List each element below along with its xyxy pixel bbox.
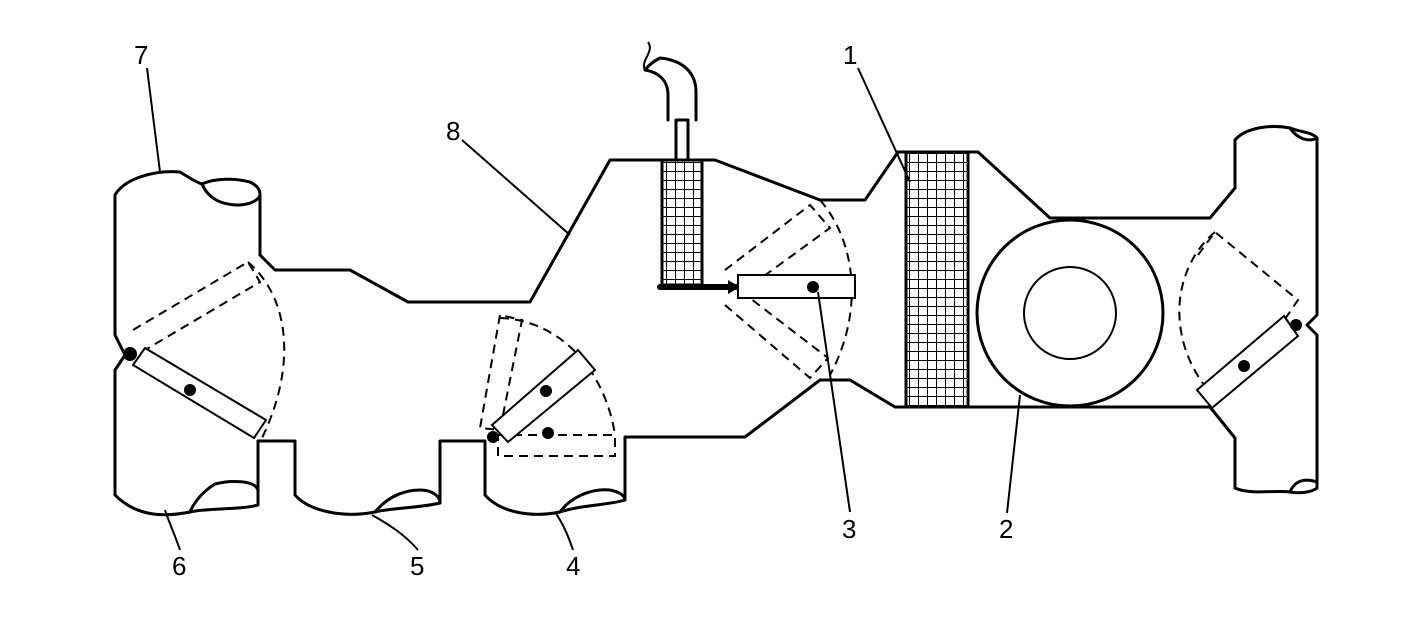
right-duct <box>1233 125 1319 495</box>
mode-door-center <box>478 313 616 457</box>
temperature-door <box>657 199 856 380</box>
callout-7: 7 <box>134 40 148 70</box>
left-duct <box>113 170 262 517</box>
leader-lines <box>146 67 1021 551</box>
callout-2: 2 <box>999 514 1013 544</box>
blower-motor <box>975 218 1165 408</box>
evaporator-core <box>904 150 970 409</box>
callout-4: 4 <box>566 551 580 581</box>
callout-8: 8 <box>446 116 460 146</box>
mode-door-left <box>123 260 286 440</box>
recirc-door <box>1178 230 1302 410</box>
heater-core <box>642 41 704 287</box>
callout-3: 3 <box>842 514 856 544</box>
callout-1: 1 <box>843 40 857 70</box>
callout-labels: 1 2 3 4 5 6 7 8 <box>134 40 1013 581</box>
callout-5: 5 <box>410 551 424 581</box>
callout-6: 6 <box>172 551 186 581</box>
